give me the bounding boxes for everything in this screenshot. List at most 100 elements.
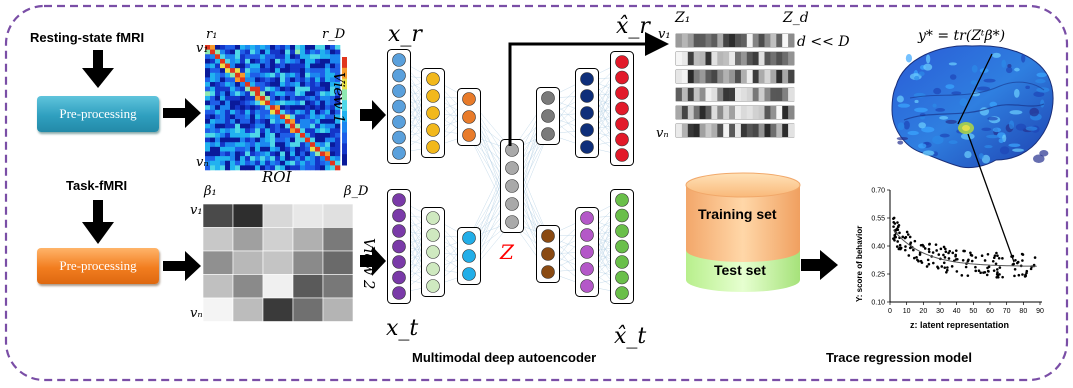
scatter-x-tick: 50 bbox=[969, 308, 977, 315]
ae-node bbox=[505, 215, 519, 229]
arrow-preproc-to-task bbox=[163, 251, 201, 281]
roi-row-first-label: v₁ bbox=[196, 41, 209, 56]
scatter-point bbox=[1029, 267, 1033, 271]
ae-node bbox=[580, 211, 594, 225]
ae-node bbox=[392, 286, 406, 300]
ae-node bbox=[541, 91, 555, 105]
scatter-y-tick: 0.10 bbox=[871, 300, 885, 307]
ae-node bbox=[426, 211, 440, 225]
preprocessing-label: Pre-processing bbox=[59, 106, 137, 121]
scatter-x-tick: 0 bbox=[888, 308, 892, 315]
scatter-x-tick: 80 bbox=[1019, 308, 1027, 315]
latent-matrix bbox=[675, 33, 795, 138]
scatter-point bbox=[942, 245, 946, 249]
formula-pointer-line bbox=[957, 53, 993, 125]
scatter-point bbox=[992, 256, 996, 259]
scatter-point bbox=[961, 258, 965, 262]
down-arrow-task bbox=[82, 200, 114, 244]
scatter-point bbox=[919, 243, 923, 247]
scatter-point bbox=[1001, 257, 1004, 260]
scatter-point bbox=[901, 235, 905, 239]
scatter-x-tick: 60 bbox=[986, 308, 994, 315]
scatter-point bbox=[892, 221, 896, 224]
roi-connectivity-matrix bbox=[205, 45, 341, 171]
ae-node bbox=[426, 262, 440, 276]
ae-node bbox=[426, 89, 440, 103]
scatter-point bbox=[995, 268, 999, 271]
scatter-point bbox=[1033, 256, 1037, 259]
scatter-point bbox=[906, 233, 910, 236]
ae-node bbox=[615, 132, 629, 147]
ae-node bbox=[615, 70, 629, 85]
scatter-point bbox=[903, 248, 907, 252]
scatter-point bbox=[986, 252, 990, 256]
down-arrow-resting bbox=[82, 50, 114, 88]
scatter-point bbox=[993, 254, 997, 257]
scatter-point bbox=[1024, 273, 1027, 277]
scatter-point bbox=[1001, 275, 1004, 279]
autoencoder-caption: Multimodal deep autoencoder bbox=[412, 350, 597, 365]
scatter-point bbox=[893, 233, 897, 237]
ae-node bbox=[426, 72, 440, 86]
scatter-point bbox=[947, 257, 951, 260]
brain-surface bbox=[891, 45, 1054, 169]
ae-node bbox=[426, 245, 440, 259]
scatter-point bbox=[892, 217, 895, 220]
scatter-point bbox=[1021, 259, 1024, 262]
scatter-point bbox=[895, 245, 899, 248]
input-xr-label: x_r bbox=[388, 22, 422, 47]
task-beta-matrix bbox=[202, 203, 354, 322]
ae-node bbox=[615, 255, 629, 269]
scatter-y-tick: 0.70 bbox=[871, 188, 885, 195]
scatter-point bbox=[996, 254, 999, 258]
autoencoder-network bbox=[387, 49, 634, 304]
ae-node bbox=[505, 179, 519, 193]
ae-node bbox=[426, 140, 440, 154]
latent-col-last-label: Z_d bbox=[783, 10, 809, 26]
scatter-point bbox=[1025, 269, 1029, 273]
ae-node bbox=[580, 106, 594, 120]
scatter-point bbox=[907, 254, 911, 257]
ae-node bbox=[426, 106, 440, 120]
scatter-point bbox=[898, 243, 902, 247]
scatter-point bbox=[954, 254, 957, 258]
scatter-point bbox=[898, 231, 901, 235]
scatter-point bbox=[1021, 273, 1024, 276]
scatter-x-tick: 90 bbox=[1036, 308, 1044, 315]
brain-to-scatter-line bbox=[967, 133, 1015, 263]
scatter-point bbox=[913, 239, 917, 243]
scatter-x-tick: 70 bbox=[1003, 308, 1011, 315]
ae-node bbox=[580, 140, 594, 154]
scatter-point bbox=[927, 247, 931, 251]
scatter-point bbox=[896, 240, 899, 243]
training-set-cylinder bbox=[686, 185, 800, 262]
scatter-point bbox=[905, 230, 909, 234]
roi-axis-label: ROI bbox=[262, 168, 292, 186]
regression-caption: Trace regression model bbox=[826, 350, 972, 365]
task-col-first-label: β₁ bbox=[204, 184, 217, 199]
ae-node bbox=[462, 267, 476, 281]
arrow-preproc-to-roi bbox=[163, 98, 201, 128]
scatter-point bbox=[942, 261, 946, 265]
view-2-label: View 2 bbox=[360, 238, 378, 290]
dataset-cylinder bbox=[685, 172, 801, 292]
ae-node bbox=[615, 55, 629, 69]
scatter-point bbox=[915, 255, 918, 259]
ae-node bbox=[615, 270, 629, 285]
scatter-point bbox=[970, 259, 974, 263]
task-col-last-label: β_D bbox=[344, 184, 369, 199]
scatter-point bbox=[951, 251, 955, 255]
scatter-xlabel: z: latent representation bbox=[910, 320, 1010, 330]
output-xt-label: x̂_t bbox=[614, 324, 647, 349]
scatter-point bbox=[936, 265, 939, 269]
ae-node bbox=[392, 270, 406, 285]
scatter-point bbox=[1013, 268, 1017, 271]
ae-node bbox=[462, 128, 476, 142]
scatter-point bbox=[944, 247, 947, 251]
arrow-roi-to-ae bbox=[360, 100, 386, 130]
ae-node bbox=[541, 109, 555, 123]
ae-node bbox=[392, 146, 406, 160]
scatter-point bbox=[962, 249, 965, 253]
ae-node bbox=[615, 148, 629, 162]
